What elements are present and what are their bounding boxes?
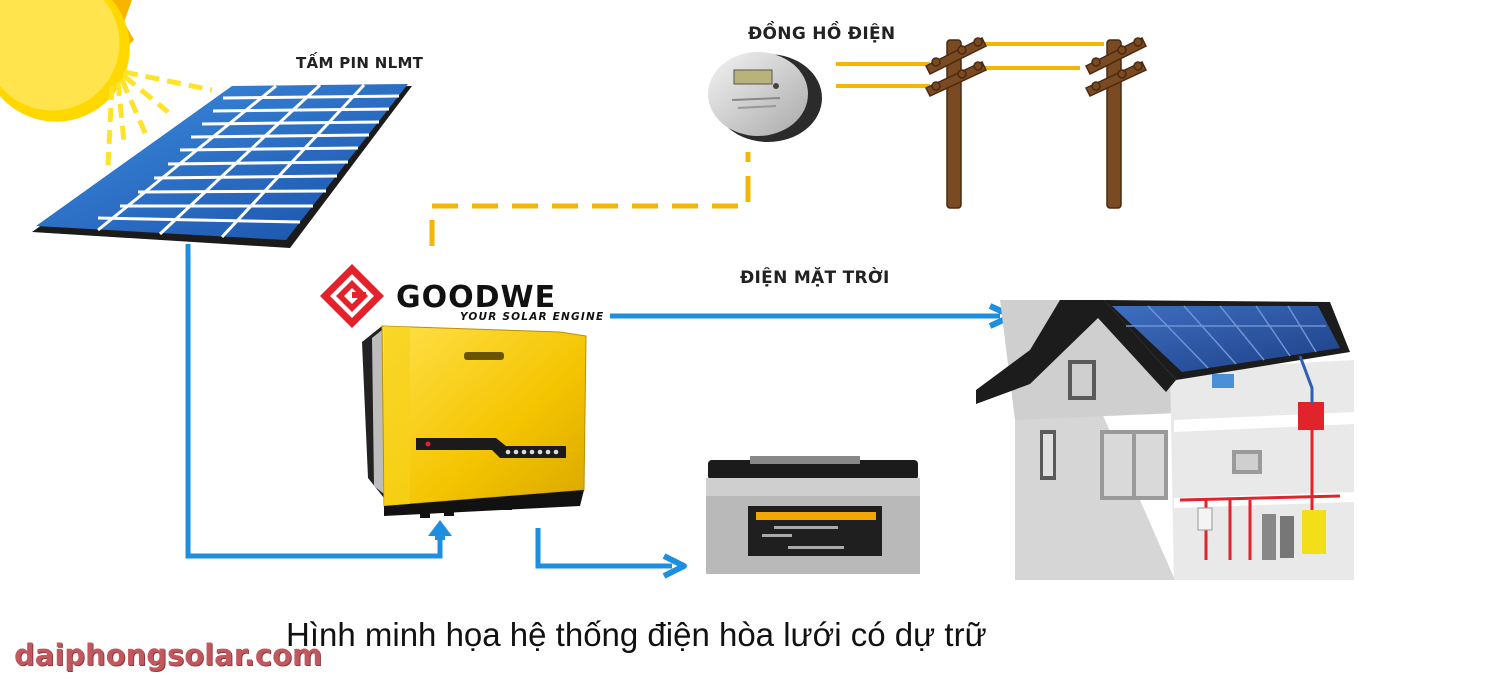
- grid-wires: [836, 42, 1104, 88]
- sun-rays: [105, 69, 213, 166]
- inverter-icon: [362, 325, 587, 518]
- utility-pole-icon: [924, 36, 988, 209]
- solar-panel-label: TẤM PIN NLMT: [296, 54, 424, 72]
- brand-tagline: YOUR SOLAR ENGINE: [460, 311, 605, 323]
- battery-icon: [706, 456, 920, 574]
- sun-icon: [0, 0, 134, 122]
- brand-name: GOODWE: [396, 280, 557, 315]
- panel-to-inverter-line: [185, 244, 443, 559]
- electric-meter-icon: [708, 52, 822, 142]
- meter-label: ĐỒNG HỒ ĐIỆN: [748, 24, 896, 44]
- solar-panel: [32, 83, 412, 248]
- goodwe-logo-icon: [320, 264, 384, 328]
- inverter-to-battery-line: [535, 528, 672, 569]
- grid-feed-line: [429, 152, 751, 246]
- house-icon: [976, 300, 1354, 580]
- figure-caption: Hình minh họa hệ thống điện hòa lưới có …: [286, 616, 987, 653]
- solar-power-label: ĐIỆN MẶT TRỜI: [740, 268, 890, 288]
- arrow-right-icon: [662, 553, 687, 579]
- watermark-link[interactable]: daiphongsolar.com: [14, 638, 323, 672]
- arrow-up-icon: [428, 520, 452, 540]
- utility-pole-icon: [1084, 36, 1148, 209]
